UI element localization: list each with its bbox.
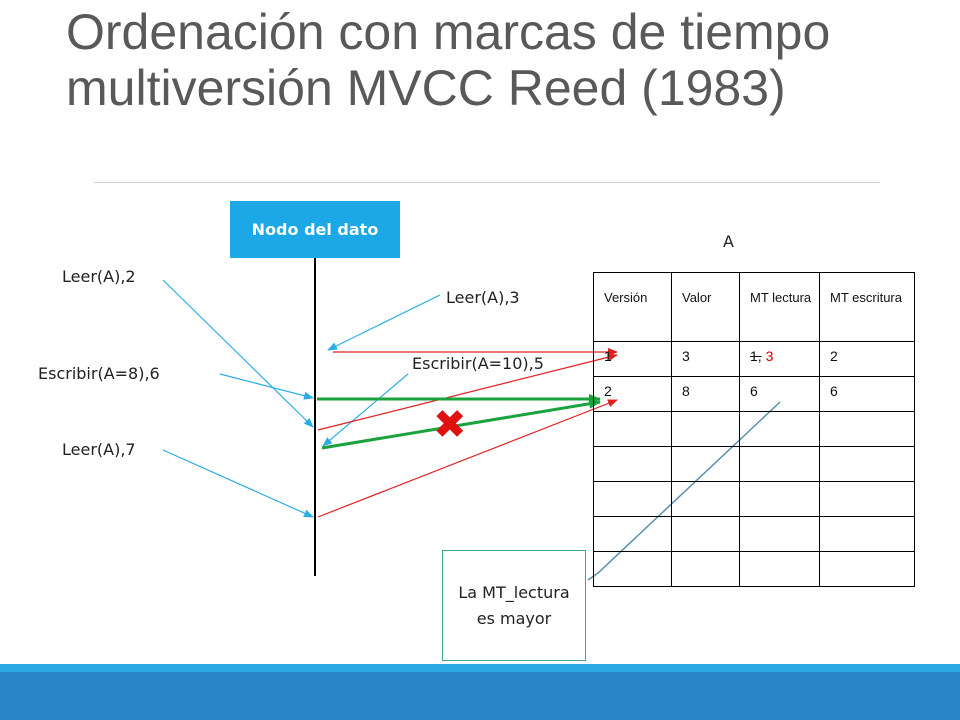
pointer-escribir-6 xyxy=(219,373,314,400)
pointer-leer-3 xyxy=(327,294,441,351)
cell-valor: 3 xyxy=(671,341,740,377)
footer-bar xyxy=(0,664,960,720)
mt-lectura-old: 1, xyxy=(750,348,762,364)
slide-title: Ordenación con marcas de tiempo multiver… xyxy=(66,4,831,116)
read-arrow-2 xyxy=(317,353,618,431)
header-mt-lectura: MT lectura xyxy=(739,272,820,342)
mt-lectura-new: 3 xyxy=(761,348,774,364)
pointer-escribir-5 xyxy=(322,373,409,447)
header-version: Versión xyxy=(593,272,672,342)
op-leer-7: Leer(A),7 xyxy=(62,440,136,459)
table-row: 2 8 6 6 xyxy=(593,376,915,412)
variable-label: A xyxy=(723,232,734,251)
pointer-leer-7 xyxy=(162,449,314,518)
callout-note: La MT_lectura es mayor xyxy=(442,550,586,661)
table-row-empty xyxy=(593,551,915,587)
cell-version: 1 xyxy=(593,341,672,377)
title-divider xyxy=(94,182,880,183)
op-escribir-5: Escribir(A=10),5 xyxy=(412,354,544,373)
op-leer-2: Leer(A),2 xyxy=(62,267,136,286)
cell-valor: 8 xyxy=(671,376,740,412)
op-leer-3: Leer(A),3 xyxy=(446,288,520,307)
write-arrow-5 xyxy=(321,398,601,450)
data-node-box: Nodo del dato xyxy=(230,201,400,258)
table-row-empty xyxy=(593,516,915,552)
op-escribir-6: Escribir(A=8),6 xyxy=(38,364,160,383)
cell-version: 2 xyxy=(593,376,672,412)
cell-mt-lectura: 6 xyxy=(739,376,820,412)
table-row-empty xyxy=(593,411,915,447)
read-arrow-7 xyxy=(317,399,618,518)
cell-mt-escritura: 6 xyxy=(819,376,915,412)
table-row: 1 3 1, 3 2 xyxy=(593,341,915,377)
table-row-empty xyxy=(593,446,915,482)
footer-accent xyxy=(0,664,960,672)
header-mt-escritura: MT escritura xyxy=(819,272,915,342)
cell-mt-escritura: 2 xyxy=(819,341,915,377)
table-header-row: Versión Valor MT lectura MT escritura xyxy=(593,272,915,342)
header-valor: Valor xyxy=(671,272,740,342)
cell-mt-lectura: 1, 3 xyxy=(739,341,820,377)
version-table: Versión Valor MT lectura MT escritura 1 … xyxy=(593,272,915,587)
table-row-empty xyxy=(593,481,915,517)
pointer-leer-2 xyxy=(162,279,314,428)
rejected-write-icon: ✖ xyxy=(433,402,467,448)
